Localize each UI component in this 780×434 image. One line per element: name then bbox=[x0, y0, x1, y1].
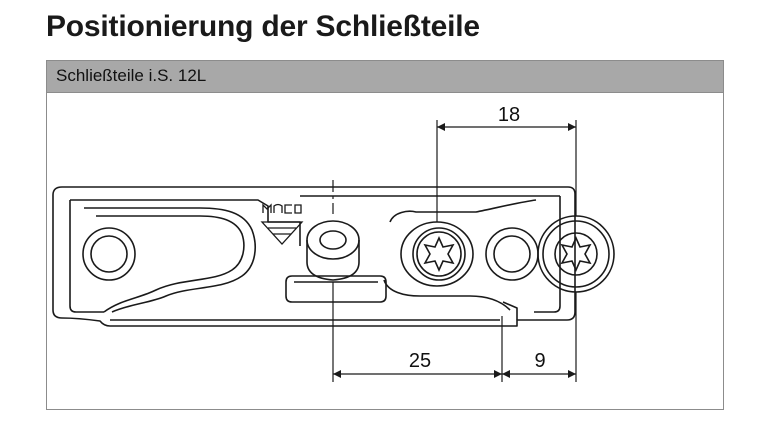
centerlines bbox=[332, 120, 577, 382]
dimension-top: 18 bbox=[498, 104, 520, 126]
panel-header-label: Schließteile i.S. 12L bbox=[56, 66, 207, 85]
maco-logo-icon bbox=[260, 203, 304, 245]
left-hole bbox=[82, 227, 136, 281]
dimension-bottom-left: 25 bbox=[409, 350, 431, 372]
torx-screw-left bbox=[400, 221, 474, 287]
panel-header: Schließteile i.S. 12L bbox=[47, 61, 723, 93]
middle-hole bbox=[485, 227, 539, 281]
torx-screw-right bbox=[537, 215, 615, 293]
drawing-panel: Schließteile i.S. 12L bbox=[46, 60, 724, 410]
dimension-lines bbox=[333, 123, 576, 378]
page-title: Positionierung der Schließteile bbox=[46, 10, 480, 43]
dimension-bottom-right: 9 bbox=[534, 350, 545, 372]
striker-plate bbox=[52, 186, 576, 327]
center-bolt bbox=[306, 220, 360, 281]
